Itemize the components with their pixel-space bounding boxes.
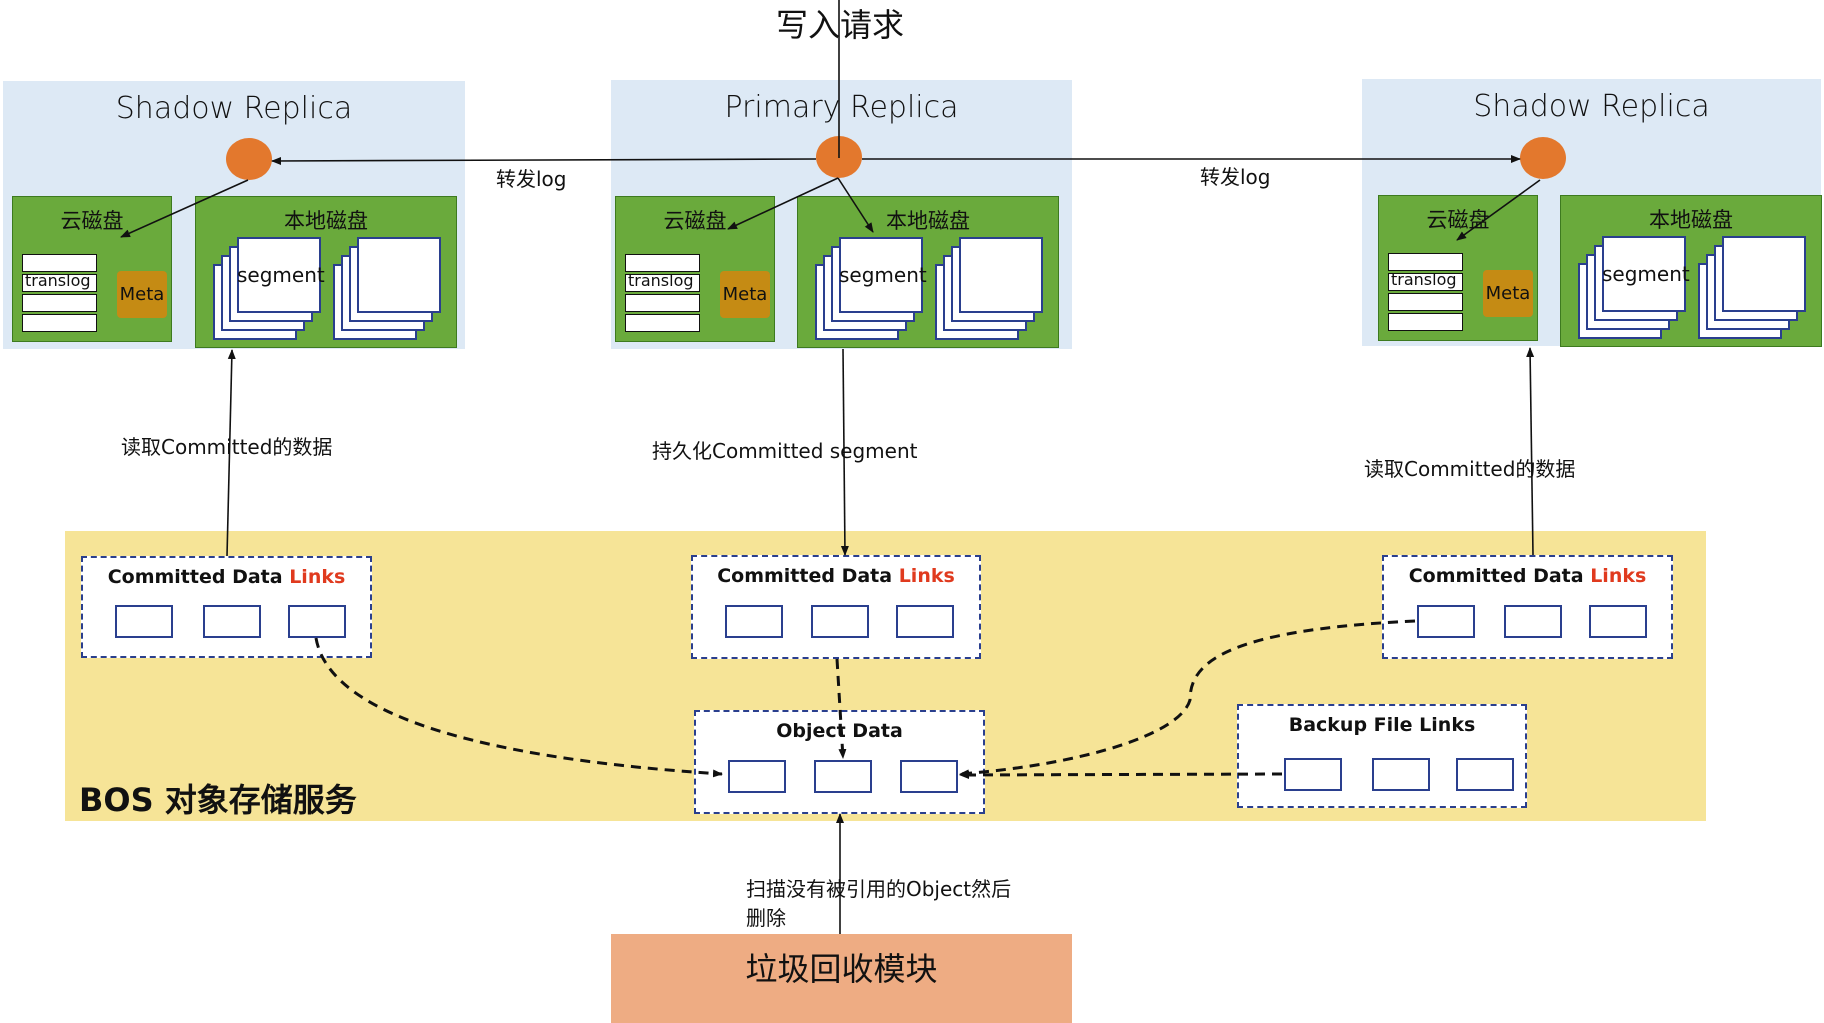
- forward-log-label-left: 转发log: [496, 167, 567, 191]
- replica-title: Shadow Replica: [115, 91, 353, 126]
- replica-node: [816, 136, 862, 178]
- backup-links-title: Backup File Links: [1288, 714, 1476, 736]
- backup-links-box: Backup File Links: [1237, 704, 1527, 808]
- segment-file: [1602, 236, 1686, 312]
- local-disk-left: 本地磁盘 segment: [195, 196, 457, 348]
- meta-block: Meta: [1483, 270, 1533, 317]
- segment-file: [237, 237, 321, 313]
- replica-title: Primary Replica: [724, 90, 959, 125]
- object-cell: [900, 760, 958, 793]
- meta-block: Meta: [720, 271, 770, 318]
- link-cell: [896, 605, 954, 638]
- link-cell: [811, 605, 869, 638]
- read-left-label: 读取Committed的数据: [121, 435, 333, 459]
- bos-label: BOS 对象存储服务: [79, 781, 357, 819]
- cloud-disk-primary: 云磁盘 translog Meta: [615, 196, 775, 342]
- committed-links-left: Committed Data Links: [81, 556, 372, 658]
- cloud-disk-right: 云磁盘 translog Meta: [1378, 195, 1538, 341]
- local-disk-primary: 本地磁盘 segment: [797, 196, 1059, 348]
- link-cell: [288, 605, 346, 638]
- committed-links-title: Committed Data Links: [107, 566, 346, 588]
- persist-label: 持久化Committed segment: [652, 439, 918, 463]
- gc-module: 垃圾回收模块: [611, 934, 1072, 1023]
- backup-cell: [1456, 758, 1514, 791]
- committed-links-title: Committed Data Links: [717, 565, 955, 587]
- object-cell: [728, 760, 786, 793]
- cloud-disk-label: 云磁盘: [1426, 208, 1490, 232]
- segment-label: segment: [237, 263, 325, 287]
- read-right-label: 读取Committed的数据: [1364, 457, 1576, 481]
- link-cell: [1589, 605, 1647, 638]
- replica-node: [226, 138, 272, 180]
- segment-file: [357, 237, 441, 313]
- local-disk-label: 本地磁盘: [886, 209, 970, 233]
- meta-block: Meta: [117, 271, 167, 318]
- local-disk-label: 本地磁盘: [1649, 208, 1733, 232]
- backup-cell: [1372, 758, 1430, 791]
- read-right-arrow: [1526, 347, 1535, 556]
- cloud-disk-label: 云磁盘: [663, 209, 727, 233]
- replica-title: Shadow Replica: [1473, 89, 1710, 124]
- object-data-box: Object Data: [694, 710, 985, 814]
- segment-file: [839, 237, 923, 313]
- gc-scan-label-line2: 删除: [746, 906, 786, 930]
- translog-label: translog: [25, 271, 91, 290]
- segment-file: [1722, 236, 1806, 312]
- cloud-disk-left: 云磁盘 translog Meta: [12, 196, 172, 342]
- forward-log-label-right: 转发log: [1200, 165, 1271, 189]
- replica-node: [1520, 137, 1566, 179]
- link-cell: [725, 605, 783, 638]
- segment-file: [959, 237, 1043, 313]
- segment-label: segment: [1602, 262, 1690, 286]
- backup-cell: [1284, 758, 1342, 791]
- translog-label: translog: [1391, 270, 1457, 289]
- cloud-disk-label: 云磁盘: [60, 209, 124, 233]
- committed-links-title: Committed Data Links: [1408, 565, 1647, 587]
- object-cell: [814, 760, 872, 793]
- local-disk-right: 本地磁盘 segment: [1560, 195, 1822, 347]
- committed-links-right: Committed Data Links: [1382, 555, 1673, 659]
- segment-label: segment: [839, 263, 927, 287]
- link-cell: [1417, 605, 1475, 638]
- committed-links-center: Committed Data Links: [691, 555, 981, 659]
- object-data-title: Object Data: [776, 720, 903, 742]
- write-request-title: 写入请求: [775, 6, 904, 44]
- link-cell: [203, 605, 261, 638]
- link-cell: [1504, 605, 1562, 638]
- translog-label: translog: [628, 271, 694, 290]
- link-cell: [115, 605, 173, 638]
- gc-module-label: 垃圾回收模块: [745, 950, 938, 988]
- gc-scan-label-line1: 扫描没有被引用的Object然后: [746, 877, 1012, 901]
- local-disk-label: 本地磁盘: [284, 209, 368, 233]
